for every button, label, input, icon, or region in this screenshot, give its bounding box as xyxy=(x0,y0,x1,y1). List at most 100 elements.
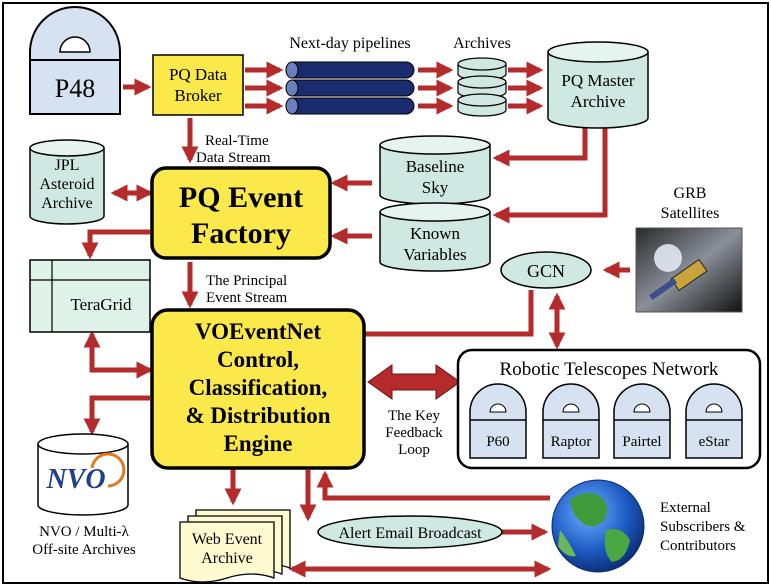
pipeline-2 xyxy=(285,79,415,97)
grb-satellite-body xyxy=(670,258,708,292)
teragrid: TeraGrid xyxy=(29,259,151,333)
gcn-node: GCN xyxy=(500,251,592,289)
pairtel-dome xyxy=(613,383,671,420)
event-factory-box xyxy=(150,166,332,260)
jpl-body xyxy=(29,148,105,225)
p60-label: P60 xyxy=(486,434,509,450)
pipeline-1 xyxy=(285,61,415,79)
p48-dome xyxy=(29,6,121,60)
baseline-line2: Sky xyxy=(422,178,449,197)
arrow-master-known xyxy=(492,128,608,224)
engine-line2: Control, xyxy=(217,347,299,372)
pq-master-body xyxy=(547,52,649,129)
pq-master-archive: PQ Master Archive xyxy=(547,41,649,129)
p60-slit xyxy=(489,403,507,413)
pairtel-slit xyxy=(633,403,651,413)
rtn-box xyxy=(456,348,762,470)
archives-label: Archives xyxy=(453,35,511,52)
alert-email-broadcast: Alert Email Broadcast xyxy=(317,515,503,549)
telescope-raptor: Raptor xyxy=(542,383,600,459)
arrow-engine-nvo xyxy=(83,395,150,436)
pipeline-1-end xyxy=(285,61,299,79)
archives-stack xyxy=(457,57,507,117)
nvo-label-line2: Off-site Archives xyxy=(32,542,136,558)
external-line1: External xyxy=(660,500,711,516)
jpl-asteroid-archive: JPL Asteroid Archive xyxy=(29,139,105,225)
pq-broker-line2: Broker xyxy=(174,86,222,105)
nvo-archive: NVO xyxy=(37,433,129,516)
jpl-line2: Asteroid xyxy=(39,176,94,193)
grb-line1: GRB xyxy=(674,185,707,202)
web-archive-doc-front xyxy=(179,521,275,583)
engine-line4: & Distribution xyxy=(185,403,330,428)
teragrid-label: TeraGrid xyxy=(70,295,132,314)
engine-line5: Engine xyxy=(223,431,292,456)
alert-label: Alert Email Broadcast xyxy=(338,525,482,542)
arrow-master-baseline xyxy=(492,128,588,167)
pipeline-3-end xyxy=(285,97,299,115)
engine-line1: VOEventNet xyxy=(195,319,321,344)
pq-master-line2: Archive xyxy=(571,92,626,111)
pq-master-line1: PQ Master xyxy=(561,71,635,90)
p48-base xyxy=(29,59,121,115)
estar-label: eStar xyxy=(699,434,730,450)
estar-base xyxy=(685,419,743,459)
robotic-telescopes-network: Robotic Telescopes Network P60 Raptor Pa… xyxy=(456,348,762,470)
jpl-top xyxy=(29,139,105,157)
globe-icon xyxy=(551,479,645,573)
p48-label: P48 xyxy=(55,74,95,103)
p60-dome xyxy=(469,383,527,420)
pipelines-label: Next-day pipelines xyxy=(289,35,410,52)
jpl-line3: Archive xyxy=(41,195,93,212)
globe-continent-1 xyxy=(570,492,608,527)
web-archive-line2: Archive xyxy=(201,550,253,567)
event-factory-line2: Factory xyxy=(191,217,291,250)
event-factory-line1: PQ Event xyxy=(179,181,303,214)
realtime-line1: Real-Time xyxy=(205,133,269,149)
gcn-ellipse xyxy=(500,251,592,289)
pq-event-factory: PQ Event Factory xyxy=(150,166,332,260)
known-body xyxy=(379,212,491,272)
pairtel-label: Pairtel xyxy=(622,434,661,450)
web-event-archive: Web Event Archive xyxy=(179,509,291,583)
globe-continent-3 xyxy=(558,530,576,557)
engine-box xyxy=(150,308,366,470)
arrow-factory-teragrid xyxy=(81,229,150,260)
external-line2: Subscribers & xyxy=(660,519,746,535)
voeventnet-engine: VOEventNet Control, Classification, & Di… xyxy=(150,308,366,470)
flow-arrows xyxy=(81,61,630,578)
feedback-line1: The Key xyxy=(388,408,441,424)
telescope-estar: eStar xyxy=(685,383,743,459)
estar-dome xyxy=(685,383,743,420)
raptor-slit xyxy=(562,403,580,413)
telescope-p60: P60 xyxy=(469,383,527,459)
grb-satellite-image xyxy=(635,227,743,313)
arrow-external-engine xyxy=(316,470,550,501)
teragrid-box xyxy=(29,259,151,333)
external-line3: Contributors xyxy=(660,538,736,554)
raptor-dome xyxy=(542,383,600,420)
baseline-top xyxy=(379,135,491,155)
raptor-base xyxy=(542,419,600,459)
pipelines xyxy=(285,61,415,115)
feedback-line3: Loop xyxy=(398,442,430,458)
pq-master-top xyxy=(547,41,649,63)
raptor-label: Raptor xyxy=(551,434,592,450)
known-line2: Variables xyxy=(403,245,466,264)
pipeline-3 xyxy=(285,97,415,115)
alert-ellipse xyxy=(317,515,503,549)
globe-continent-2 xyxy=(604,529,630,562)
principal-line1: The Principal xyxy=(206,273,287,289)
nvo-logo: NVO xyxy=(45,464,105,495)
jpl-line1: JPL xyxy=(55,157,80,174)
pipeline-2-end xyxy=(285,79,299,97)
grb-flash xyxy=(654,244,682,272)
telescope-pairtel: Pairtel xyxy=(613,383,671,459)
p60-base xyxy=(469,419,527,459)
engine-line3: Classification, xyxy=(189,375,328,400)
known-line1: Known xyxy=(410,224,461,243)
known-top xyxy=(379,202,491,222)
baseline-line1: Baseline xyxy=(406,157,465,176)
nvo-logo-swoosh xyxy=(90,452,126,488)
